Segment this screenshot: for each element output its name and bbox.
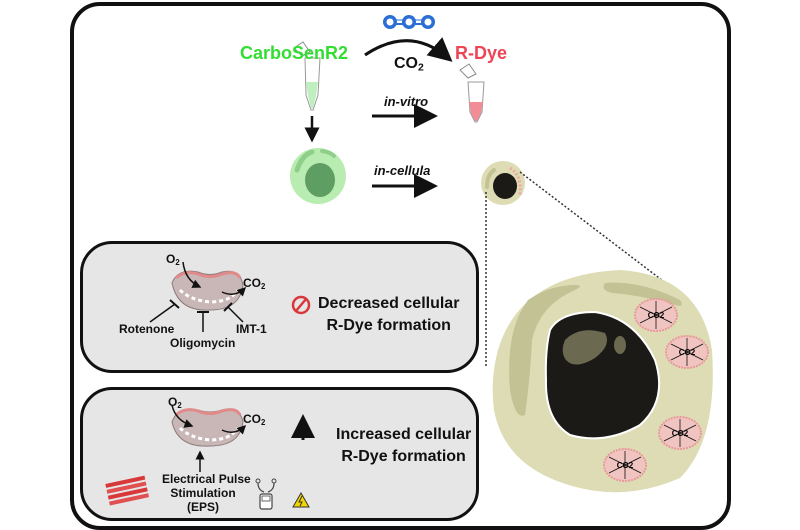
dye-tube-icon: [459, 63, 485, 123]
inhibitor-symbols: [149, 299, 244, 332]
inhibitor-oligomycin: Oligomycin: [170, 336, 236, 350]
mitochondrion-co2-site: CO2: [658, 416, 702, 450]
co2-site-label: CO2: [617, 461, 634, 470]
warning-icon: [292, 491, 310, 508]
co2-label-1: CO2: [243, 276, 266, 291]
eps-label: Electrical Pulse Stimulation (EPS): [162, 472, 251, 514]
increased-outcome-text: Increased cellular R-Dye formation: [336, 426, 472, 465]
in-cellula-label: in-cellula: [374, 163, 431, 178]
reaction-arrow: [364, 37, 453, 62]
inhibition-panel: [80, 241, 479, 373]
muscle-fiber-icon: [105, 475, 150, 506]
probe-tube-icon: [293, 41, 321, 111]
inhibitor-imt1: IMT-1: [236, 322, 267, 336]
inhibitor-rotenone: Rotenone: [119, 322, 175, 336]
o2-label-2: O2: [168, 395, 182, 410]
decreased-outcome-text: Decreased cellular R-Dye formation: [318, 295, 460, 334]
co2-label-2: CO2: [243, 412, 266, 427]
co2-site-label: CO2: [672, 429, 689, 438]
mitochondrion-icon-1: [171, 261, 247, 311]
o2-label-1: O2: [166, 252, 180, 267]
stimulation-panel: [80, 387, 479, 521]
reaction-label: CO2: [394, 55, 424, 74]
eps-device-icon: [255, 478, 277, 510]
mitochondrion-co2-site: CO2: [634, 298, 678, 332]
in-vitro-label: in-vitro: [384, 94, 429, 109]
co2-site-label: CO2: [648, 311, 665, 320]
mitochondrion-co2-site: CO2: [603, 448, 647, 482]
mitochondrion-icon-2: [171, 404, 247, 447]
zoomed-cell: [492, 270, 713, 493]
prohibited-icon: [291, 295, 311, 315]
mitochondrion-co2-site: CO2: [665, 335, 709, 369]
dye-cell-icon: [481, 161, 525, 205]
co2-site-label: CO2: [679, 348, 696, 357]
co2-molecule-icon: [383, 15, 435, 29]
probe-cell-icon: [290, 148, 346, 204]
product-label: R-Dye: [455, 43, 508, 63]
probe-label: CarboSenR2: [240, 43, 349, 63]
